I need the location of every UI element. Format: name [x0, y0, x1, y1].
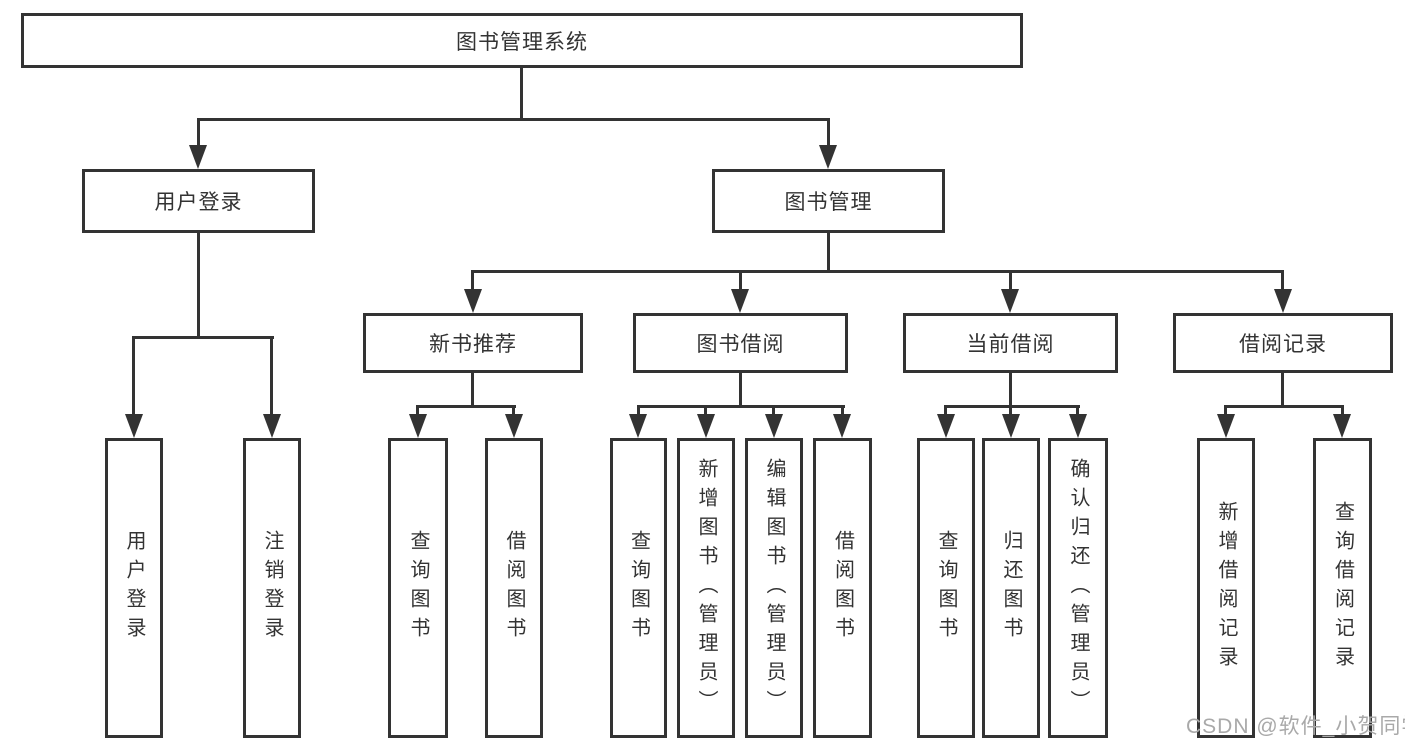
leaf-query-books-recommend: 查询图书: [388, 438, 448, 738]
node-label: 新增图书（管理员）: [695, 457, 717, 719]
arrowhead-down-icon: [505, 414, 523, 438]
leaf-borrow-books-borrowing: 借阅图书: [813, 438, 872, 738]
connector-line: [1281, 270, 1284, 291]
arrowhead-down-icon: [1001, 289, 1019, 313]
leaf-add-books-admin: 新增图书（管理员）: [677, 438, 735, 738]
node-label: 编辑图书（管理员）: [763, 457, 785, 719]
arrowhead-down-icon: [819, 145, 837, 169]
connector-line: [1224, 405, 1344, 408]
arrowhead-down-icon: [1069, 414, 1087, 438]
connector-line: [132, 336, 274, 339]
node-label: 查询借阅记录: [1331, 501, 1354, 675]
arrowhead-down-icon: [765, 414, 783, 438]
node-book-borrowing: 图书借阅: [633, 313, 848, 373]
connector-line: [197, 233, 200, 336]
arrowhead-down-icon: [697, 414, 715, 438]
connector-line: [1281, 373, 1284, 405]
connector-line: [197, 118, 200, 148]
node-label: 借阅记录: [1239, 333, 1327, 356]
leaf-borrow-books-recommend: 借阅图书: [485, 438, 543, 738]
connector-line: [416, 405, 516, 408]
node-label: 用户登录: [154, 191, 243, 214]
arrowhead-down-icon: [1274, 289, 1292, 313]
leaf-logout-login: 注销登录: [243, 438, 301, 738]
arrowhead-down-icon: [409, 414, 427, 438]
leaf-confirm-return-admin: 确认归还（管理员）: [1048, 438, 1108, 738]
connector-line: [739, 373, 742, 405]
node-label: 图书管理: [784, 191, 873, 214]
connector-line: [1224, 405, 1227, 416]
node-new-book-recommendation: 新书推荐: [363, 313, 583, 373]
arrowhead-down-icon: [1002, 414, 1020, 438]
connector-line: [471, 373, 474, 405]
connector-line: [197, 118, 830, 121]
leaf-edit-books-admin: 编辑图书（管理员）: [745, 438, 803, 738]
node-root: 图书管理系统: [21, 13, 1023, 68]
connector-line: [827, 118, 830, 148]
node-label: 注销登录: [261, 530, 283, 646]
connector-line: [637, 405, 640, 416]
node-borrowing-records: 借阅记录: [1173, 313, 1393, 373]
leaf-return-books: 归还图书: [982, 438, 1040, 738]
arrowhead-down-icon: [125, 414, 143, 438]
connector-line: [739, 270, 742, 291]
connector-line: [471, 270, 474, 291]
connector-line: [270, 336, 273, 416]
leaf-query-books-borrowing: 查询图书: [610, 438, 667, 738]
node-label: 归还图书: [1000, 530, 1022, 646]
node-label: 查询图书: [407, 530, 429, 646]
leaf-query-books-current: 查询图书: [917, 438, 975, 738]
connector-line: [704, 405, 707, 416]
connector-line: [637, 405, 845, 408]
arrowhead-down-icon: [464, 289, 482, 313]
arrowhead-down-icon: [263, 414, 281, 438]
arrowhead-down-icon: [189, 145, 207, 169]
connector-line: [1009, 405, 1012, 416]
connector-line: [772, 405, 775, 416]
arrowhead-down-icon: [833, 414, 851, 438]
node-label: 当前借阅: [966, 333, 1055, 356]
node-label: 查询图书: [935, 530, 957, 646]
connector-line: [1341, 405, 1344, 416]
connector-line: [827, 233, 830, 270]
node-label: 用户登录: [123, 530, 145, 646]
connector-line: [1009, 270, 1012, 291]
connector-line: [471, 270, 1284, 273]
connector-line: [1076, 405, 1079, 416]
connector-line: [520, 68, 523, 118]
node-user-login: 用户登录: [82, 169, 315, 233]
node-current-borrowing: 当前借阅: [903, 313, 1118, 373]
node-label: 借阅图书: [503, 530, 525, 646]
node-label: 图书管理系统: [456, 30, 588, 54]
arrowhead-down-icon: [937, 414, 955, 438]
node-label: 新增借阅记录: [1215, 501, 1237, 675]
node-label: 借阅图书: [831, 530, 854, 646]
node-label: 查询图书: [627, 530, 650, 646]
leaf-query-borrow-record: 查询借阅记录: [1313, 438, 1372, 738]
watermark: CSDN @软件_小贺同学: [1186, 715, 1405, 738]
node-label: 图书借阅: [696, 333, 785, 356]
arrowhead-down-icon: [731, 289, 749, 313]
leaf-add-borrow-record: 新增借阅记录: [1197, 438, 1255, 738]
connector-line: [944, 405, 947, 416]
connector-line: [132, 336, 135, 416]
connector-line: [944, 405, 1080, 408]
connector-line: [1009, 373, 1012, 405]
node-label: 确认归还（管理员）: [1067, 457, 1089, 719]
connector-line: [841, 405, 844, 416]
node-book-management: 图书管理: [712, 169, 945, 233]
connector-line: [512, 405, 515, 416]
leaf-user-login: 用户登录: [105, 438, 163, 738]
node-label: 新书推荐: [429, 333, 517, 356]
arrowhead-down-icon: [1333, 414, 1351, 438]
connector-line: [416, 405, 419, 416]
arrowhead-down-icon: [629, 414, 647, 438]
arrowhead-down-icon: [1217, 414, 1235, 438]
